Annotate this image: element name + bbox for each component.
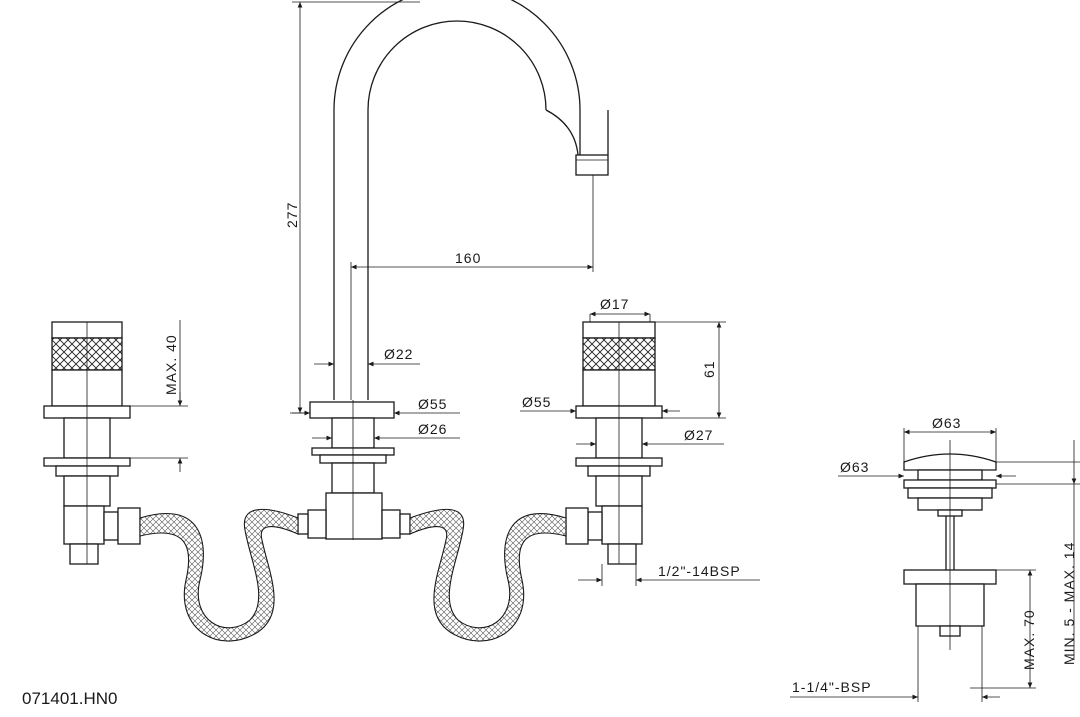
hose-right [409,508,567,642]
drain-assembly [903,440,997,650]
dim-handle-shank-diameter: Ø27 [684,427,713,443]
dim-drain-thread: 1-1/4"-BSP [792,679,872,695]
dim-drain-flange-diameter: Ø63 [840,459,869,475]
dim-handle-height: 61 [701,360,717,378]
dim-handle-base-diameter: Ø55 [522,394,551,410]
dim-handle-max-deck: MAX. 40 [163,334,179,395]
dim-spout-base-diameter: Ø55 [418,396,447,412]
dimension-lines [130,1,1080,702]
dim-drain-length: MAX. 70 [1021,609,1037,670]
hose-left [139,508,299,642]
dim-handle-top-diameter: Ø17 [600,296,629,312]
dim-drain-cap-diameter: Ø63 [932,415,961,431]
right-handle [565,321,663,565]
dim-drain-deck-range: MIN. 5 - MAX. 14 [1061,542,1077,665]
dim-spout-reach: 160 [455,250,481,266]
dim-spout-diameter: Ø22 [384,346,413,362]
dim-connection-thread: 1/2"-14BSP [658,563,741,579]
product-code: 071401.HN0 [22,689,117,708]
left-handle [43,321,141,565]
spout [297,0,609,540]
dim-spout-shank-diameter: Ø26 [418,421,447,437]
dim-spout-height: 277 [284,202,300,228]
